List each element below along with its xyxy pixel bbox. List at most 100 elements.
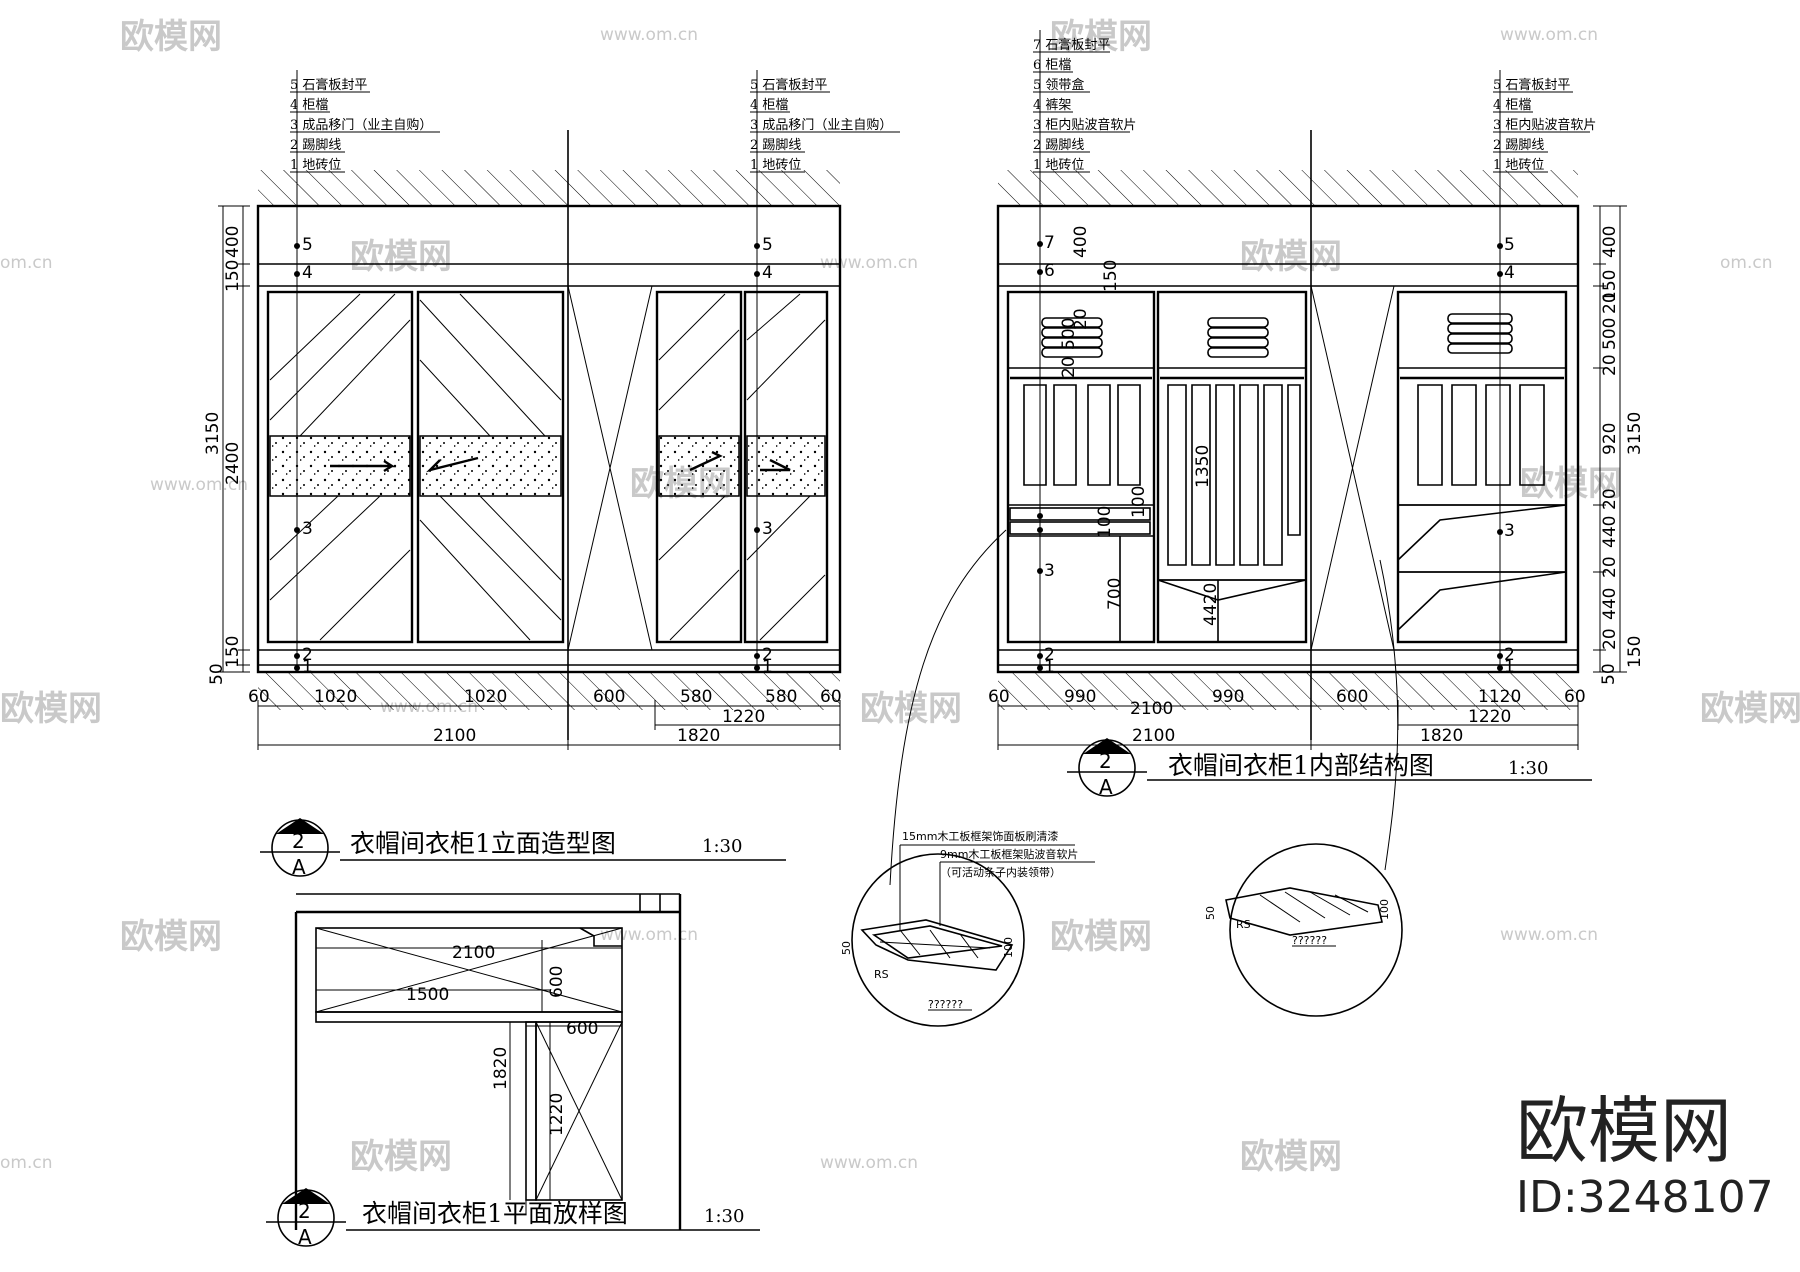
svg-text:1 地砖位: 1 地砖位: [750, 158, 801, 173]
svg-text:9mm木工板框架贴波音软片: 9mm木工板框架贴波音软片: [940, 847, 1078, 861]
sliding-door: [743, 290, 829, 644]
svg-text:50: 50: [840, 941, 853, 955]
svg-text:100: 100: [1129, 486, 1149, 518]
elevation-title: 2 A 衣帽间衣柜1立面造型图 1:30: [260, 818, 786, 879]
svg-text:2400: 2400: [223, 442, 243, 485]
svg-text:ID:3248107: ID:3248107: [1516, 1172, 1774, 1223]
floor-hatch: [258, 672, 840, 710]
svg-text:（可活动条子内装领带）: （可活动条子内装领带）: [940, 865, 1061, 879]
svg-text:1350: 1350: [1193, 445, 1213, 488]
svg-text:920: 920: [1600, 423, 1620, 455]
watermark-brand: 欧模网: [1240, 1137, 1342, 1177]
svg-text:1820: 1820: [677, 726, 720, 746]
svg-text:1:30: 1:30: [702, 836, 742, 857]
svg-text:2: 2: [1044, 645, 1055, 665]
svg-text:4 裤架: 4 裤架: [1033, 98, 1071, 113]
svg-text:4 柜檔: 4 柜檔: [1493, 98, 1531, 113]
svg-text:A: A: [298, 1225, 312, 1249]
svg-text:2 踢脚线: 2 踢脚线: [1493, 137, 1544, 153]
plan-drawing: 2100 1500 600 600 1820 1220: [294, 893, 682, 1230]
svg-text:A: A: [1099, 775, 1113, 799]
watermark-brand: 欧模网: [350, 1137, 452, 1177]
svg-text:2100: 2100: [1130, 699, 1173, 719]
svg-text:1220: 1220: [547, 1093, 567, 1136]
svg-text:150: 150: [223, 260, 243, 292]
watermark-brand: 欧模网: [1520, 464, 1622, 504]
svg-text:20: 20: [1600, 292, 1620, 314]
svg-text:5: 5: [302, 235, 313, 255]
svg-text:150: 150: [1600, 270, 1620, 302]
sliding-door: [655, 290, 743, 644]
svg-text:衣帽间衣柜1平面放样图: 衣帽间衣柜1平面放样图: [362, 1199, 628, 1228]
watermark-url: om.cn: [0, 253, 53, 273]
svg-text:4 柜檔: 4 柜檔: [750, 98, 788, 113]
watermark-url: www.om.cn: [1500, 25, 1598, 45]
svg-text:1:30: 1:30: [704, 1206, 744, 1227]
svg-text:100: 100: [1378, 899, 1391, 920]
svg-text:??????: ??????: [928, 998, 963, 1011]
svg-text:2: 2: [762, 645, 773, 665]
watermark-url: www.om.cn: [820, 253, 918, 273]
svg-text:1820: 1820: [491, 1047, 511, 1090]
svg-text:5: 5: [762, 235, 773, 255]
svg-text:150: 150: [1625, 636, 1645, 668]
watermark-brand: 欧模网: [0, 689, 102, 729]
left-notes: 5 石膏板封平 4 柜檔 3 成品移门（业主自购） 2 踢脚线 1 地砖位: [290, 77, 440, 173]
svg-text:衣帽间衣柜1内部结构图: 衣帽间衣柜1内部结构图: [1168, 751, 1434, 780]
svg-text:990: 990: [1212, 687, 1244, 707]
watermark-url: www.om.cn: [600, 25, 698, 45]
svg-text:600: 600: [547, 966, 567, 998]
watermark-url: www.om.cn: [1500, 925, 1598, 945]
right-notes: 5 石膏板封平 4 柜檔 3 成品移门（业主自购） 2 踢脚线 1 地砖位: [750, 77, 900, 173]
svg-text:50: 50: [1599, 663, 1619, 685]
svg-text:1820: 1820: [1420, 726, 1463, 746]
svg-text:4 柜檔: 4 柜檔: [290, 98, 328, 113]
svg-text:3 成品移门（业主自购）: 3 成品移门（业主自购）: [290, 117, 432, 133]
svg-text:1500: 1500: [406, 985, 449, 1005]
svg-text:衣帽间衣柜1立面造型图: 衣帽间衣柜1立面造型图: [350, 829, 616, 858]
detail-trouser-rack: 50 100 RS ??????: [1204, 559, 1403, 1017]
svg-text:1 地砖位: 1 地砖位: [290, 158, 341, 173]
svg-text:7 石膏板封平: 7 石膏板封平: [1033, 37, 1110, 53]
svg-text:440: 440: [1600, 516, 1620, 548]
svg-text:4: 4: [1504, 263, 1515, 283]
watermark-brand: 欧模网: [120, 917, 222, 957]
svg-text:2100: 2100: [433, 726, 476, 746]
svg-text:??????: ??????: [1292, 934, 1327, 947]
svg-text:150: 150: [223, 636, 243, 668]
hanging-clothes: [1023, 384, 1545, 566]
watermark-brand: 欧模网: [1700, 689, 1800, 729]
svg-text:700: 700: [1105, 578, 1125, 610]
svg-text:3: 3: [1504, 521, 1515, 541]
watermark-brand: 欧模网: [120, 17, 222, 57]
svg-text:60: 60: [1564, 687, 1586, 707]
svg-text:400: 400: [1071, 226, 1091, 258]
svg-text:600: 600: [1336, 687, 1368, 707]
svg-text:5: 5: [1504, 235, 1515, 255]
svg-text:50: 50: [1204, 906, 1217, 920]
svg-text:3: 3: [302, 519, 313, 539]
svg-text:3150: 3150: [203, 412, 223, 455]
svg-text:990: 990: [1064, 687, 1096, 707]
svg-text:5 石膏板封平: 5 石膏板封平: [750, 77, 827, 93]
svg-text:2100: 2100: [1132, 726, 1175, 746]
svg-text:500: 500: [1600, 318, 1620, 350]
svg-text:20: 20: [1600, 488, 1620, 510]
svg-text:1220: 1220: [722, 707, 765, 727]
watermark-url: www.om.cn: [820, 1153, 918, 1173]
svg-text:20: 20: [1600, 556, 1620, 578]
svg-text:2100: 2100: [452, 943, 495, 963]
svg-text:1:30: 1:30: [1508, 758, 1548, 779]
svg-text:5 石膏板封平: 5 石膏板封平: [1493, 77, 1570, 93]
svg-text:5 领带盒: 5 领带盒: [1033, 77, 1084, 93]
svg-text:100: 100: [1095, 506, 1115, 538]
svg-text:RS: RS: [1236, 918, 1251, 931]
svg-text:欧模网: 欧模网: [1516, 1089, 1732, 1173]
watermark-url: om.cn: [0, 1153, 53, 1173]
detail-drawer-tray: 15mm木工板框架饰面板刷清漆 9mm木工板框架贴波音软片 （可活动条子内装领带…: [840, 529, 1095, 1027]
svg-text:580: 580: [765, 687, 797, 707]
watermark-url: om.cn: [1720, 253, 1773, 273]
svg-text:2: 2: [298, 1199, 311, 1223]
svg-text:4: 4: [302, 263, 313, 283]
